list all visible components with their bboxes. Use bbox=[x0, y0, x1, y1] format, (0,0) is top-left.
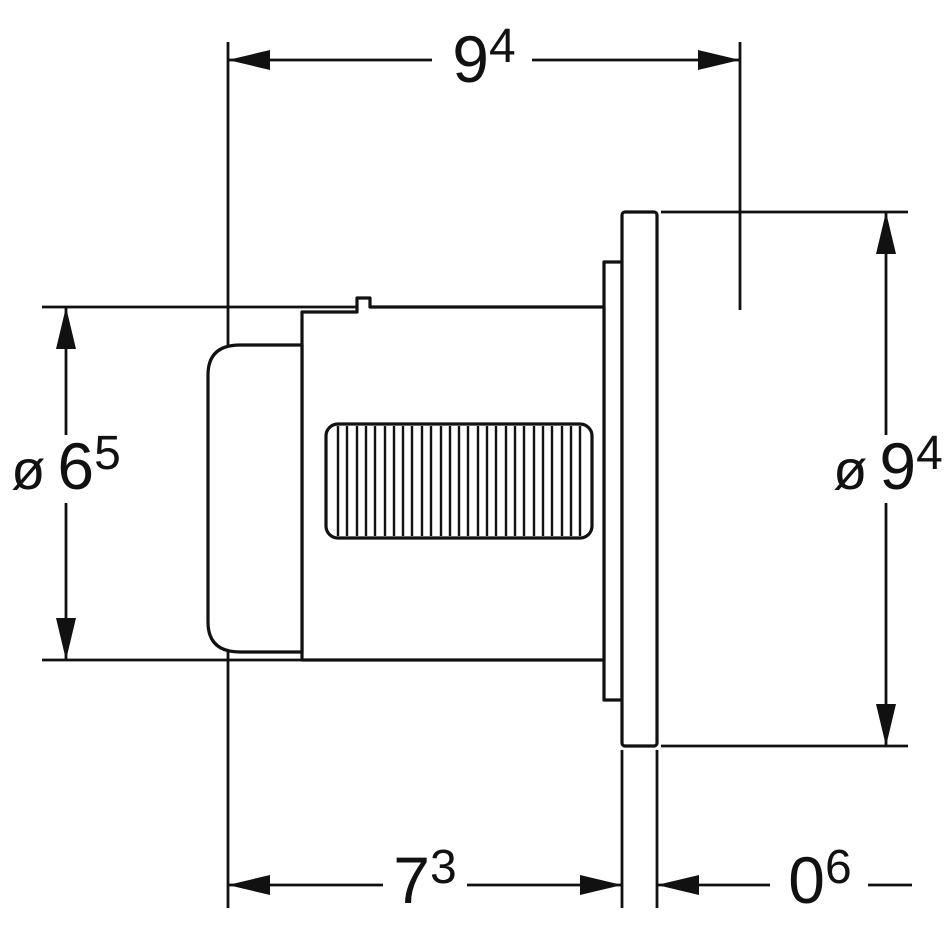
dim-top-width: 94 bbox=[228, 20, 740, 96]
part-outline bbox=[206, 210, 659, 748]
cover-plate-flange bbox=[620, 210, 659, 748]
dimension-arrow-up bbox=[876, 212, 896, 254]
button-cap bbox=[206, 343, 304, 654]
dimension-arrow-left bbox=[657, 875, 699, 895]
dim-top-width-label: 94 bbox=[452, 20, 515, 96]
dimension-arrow-up bbox=[56, 307, 76, 349]
thread-rib-lines bbox=[336, 426, 582, 536]
dimension-arrow-down bbox=[56, 618, 76, 660]
dimension-arrow-right bbox=[580, 875, 622, 895]
dim-bottom-flange-offset: 06 bbox=[657, 841, 912, 917]
dimension-arrow-right bbox=[698, 50, 740, 70]
mounting-collar bbox=[602, 260, 624, 702]
dimension-arrow-down bbox=[876, 704, 896, 746]
dimension-arrow-left bbox=[228, 875, 270, 895]
dim-bottom-flange-offset-label: 06 bbox=[788, 841, 851, 917]
dimension-arrow-left bbox=[228, 50, 270, 70]
dim-bottom-depth-label: 73 bbox=[393, 841, 456, 917]
dim-bottom-depth: 73 bbox=[228, 841, 622, 917]
